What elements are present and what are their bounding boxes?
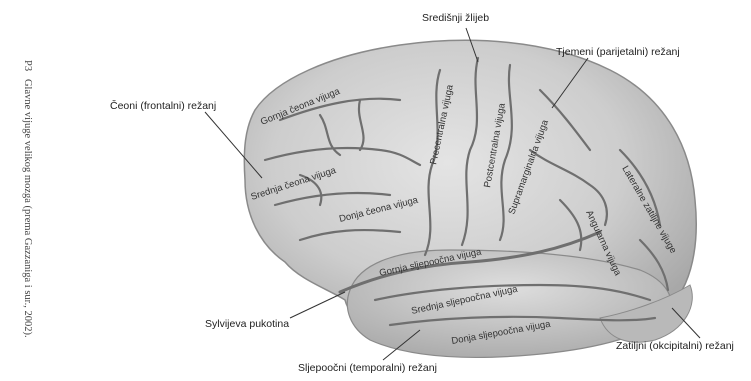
caption-text: Glavne vijuge velikog mozga (prema Gazza… [22,79,33,338]
figure-caption: P3 Glavne vijuge velikog mozga (prema Ga… [4,60,34,360]
callout-ceoni: Čeoni (frontalni) režanj [110,100,216,112]
callout-sredisnji: Središnji žlijeb [422,12,489,24]
caption-number: P3 [22,60,33,71]
callout-tjemeni: Tjemeni (parijetalni) režanj [556,46,680,58]
callout-sylvijeva: Sylvijeva pukotina [205,318,289,330]
leader-sylvijeva [290,292,345,318]
callout-zatiljni: Zatiljni (okcipitalni) režanj [616,340,734,352]
callout-sljepoocni: Sljepoočni (temporalni) režanj [298,362,437,374]
